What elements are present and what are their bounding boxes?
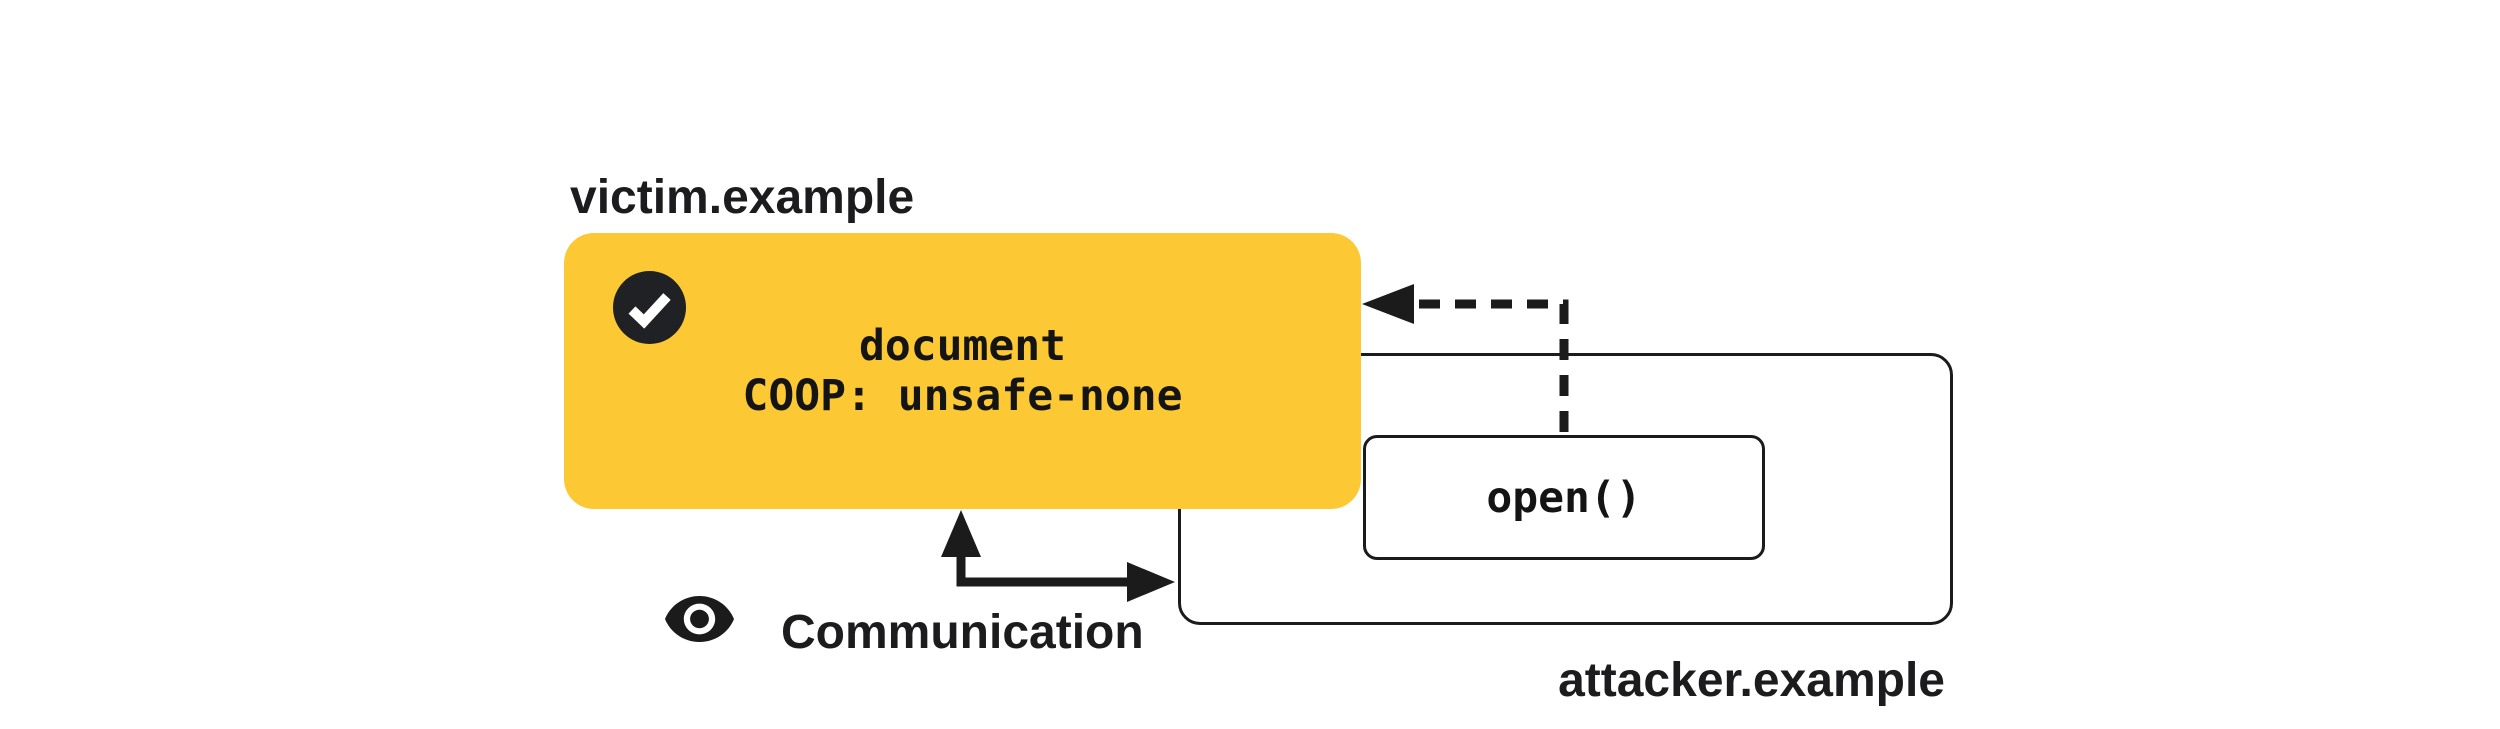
open-call-box: open() (1363, 435, 1765, 560)
open-call-label: open() (1486, 472, 1642, 523)
eye-icon (665, 596, 734, 642)
victim-domain-label: victim.example (570, 171, 915, 224)
communication-arrow (941, 510, 1175, 602)
communication-label: Communication (781, 606, 1144, 659)
attacker-domain-label: attacker.example (1558, 654, 1945, 707)
victim-card-line-document: document (858, 321, 1067, 371)
check-circle-icon (613, 271, 686, 344)
victim-card-line-coop: COOP: unsafe-none (742, 371, 1183, 421)
victim-document-card: document COOP: unsafe-none (564, 233, 1361, 509)
